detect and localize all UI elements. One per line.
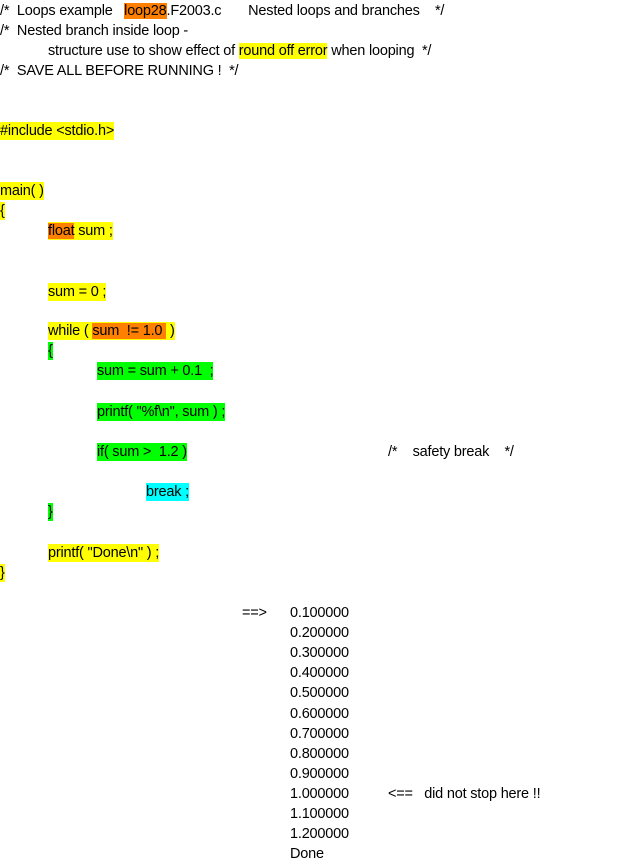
loop-open-brace: { xyxy=(48,342,53,360)
output-line: 0.900000 xyxy=(290,765,349,782)
output-line: 0.400000 xyxy=(290,665,349,682)
include-line: #include <stdio.h> xyxy=(0,122,115,140)
header-line-1: /* Loops example loop28.F2003.c Nested l… xyxy=(0,2,444,20)
loop-close-brace: } xyxy=(48,503,53,521)
round-off-highlight: round off error xyxy=(238,43,328,59)
main-line: main( ) xyxy=(0,182,44,200)
output-line: 0.600000 xyxy=(290,705,349,722)
float-decl: float sum ; xyxy=(48,222,113,240)
header-line-4: /* SAVE ALL BEFORE RUNNING ! */ xyxy=(0,63,239,79)
output-line: 0.500000 xyxy=(290,685,349,702)
output-line: 0.200000 xyxy=(290,625,349,642)
text: structure use to show effect of xyxy=(48,43,239,59)
text: sum ; xyxy=(74,223,113,239)
text: while ( xyxy=(48,323,93,339)
text: /* Loops example xyxy=(0,3,125,19)
did-not-stop-note: <== did not stop here !! xyxy=(388,786,541,802)
text: .F2003.c Nested loops and branches */ xyxy=(166,3,445,19)
output-line: 1.000000 xyxy=(290,785,349,802)
printf-sum: printf( "%f\n", sum ) ; xyxy=(97,403,226,421)
output-line: 1.100000 xyxy=(290,806,349,822)
header-line-3: structure use to show effect of round of… xyxy=(48,42,431,60)
sum-add: sum = sum + 0.1 ; xyxy=(97,362,214,380)
close-brace: } xyxy=(0,564,5,582)
printf-done: printf( "Done\n" ) ; xyxy=(48,544,160,562)
output-line: 0.800000 xyxy=(290,745,349,762)
output-line: 0.700000 xyxy=(290,725,349,742)
arrow-right-icon: ==> xyxy=(242,605,267,621)
output-line: 0.100000 xyxy=(290,605,349,621)
while-line: while ( sum != 1.0 ) xyxy=(48,322,175,340)
output-line: 1.200000 xyxy=(290,826,349,843)
output-line: 0.300000 xyxy=(290,645,349,662)
header-line-2: /* Nested branch inside loop - xyxy=(0,23,189,39)
while-condition: sum != 1.0 xyxy=(92,323,167,339)
if-line: if( sum > 1.2 ) xyxy=(97,443,187,461)
text: ) xyxy=(166,323,175,339)
break-line: break ; xyxy=(146,483,189,501)
float-keyword: float xyxy=(48,223,75,239)
open-brace: { xyxy=(0,202,5,220)
safety-comment: /* safety break */ xyxy=(388,444,514,460)
text: when looping */ xyxy=(327,43,432,59)
output-line: Done xyxy=(290,846,324,863)
sum-init: sum = 0 ; xyxy=(48,283,107,301)
filename-highlight: loop28 xyxy=(124,3,167,19)
